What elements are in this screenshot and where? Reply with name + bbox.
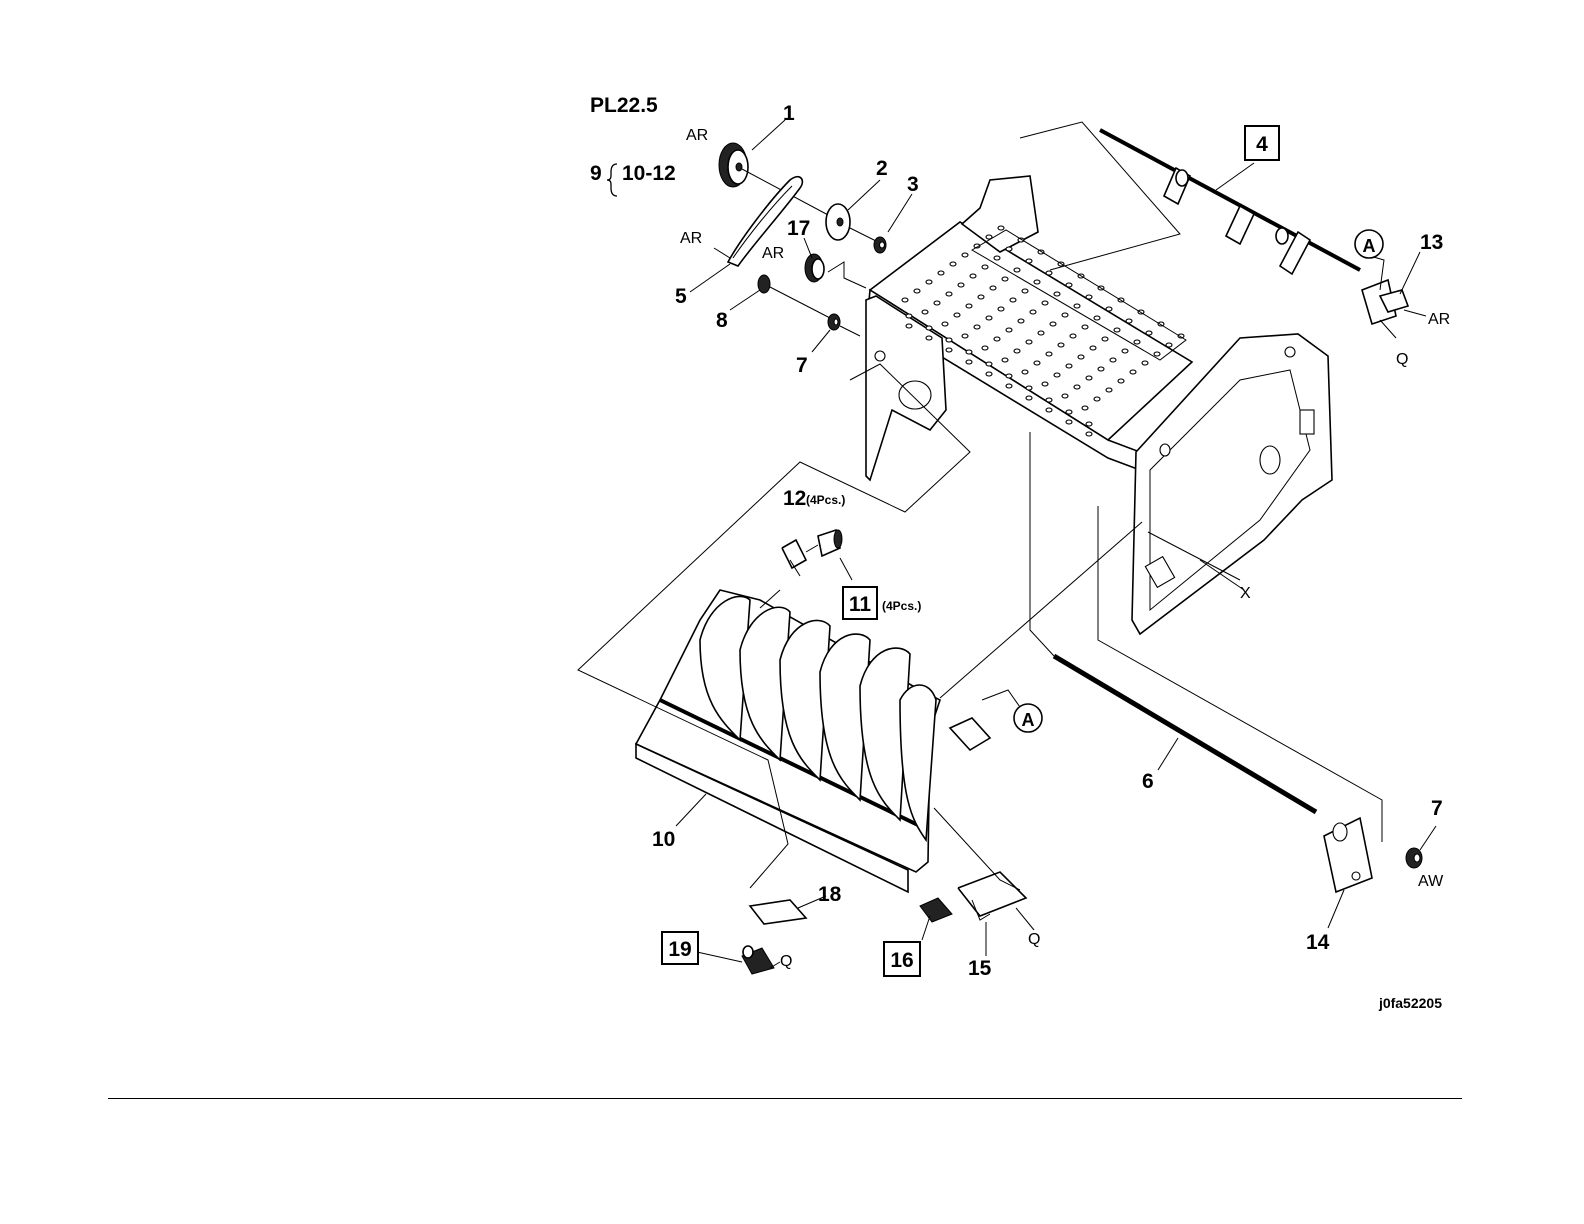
image-code: j0fa52205 [1378, 995, 1442, 1011]
callout-a-upper-label: A [1363, 236, 1376, 256]
part-label-7-upper: 7 [796, 354, 808, 377]
footer-rule [108, 1098, 1462, 1099]
bracket-part-18 [750, 900, 806, 924]
part-label-19: 19 [668, 938, 691, 961]
part-label-6: 6 [1142, 770, 1154, 793]
part-qty-12: (4Pcs.) [806, 493, 845, 507]
axis-line [850, 228, 878, 242]
code-x-frame: X [1240, 585, 1251, 602]
part-label-5: 5 [675, 285, 687, 308]
pulley-part-2 [826, 204, 850, 240]
paddle-shaft-part-4 [1100, 130, 1360, 274]
part-label-12: 12 [783, 487, 806, 510]
bearing-part-7-upper [828, 314, 840, 330]
part-label-10: 10 [652, 828, 675, 851]
roller-part-11 [818, 530, 842, 556]
clip-part-12 [782, 540, 806, 576]
kit-note-range: 10-12 [622, 162, 676, 185]
callout-a-lower: A [1014, 704, 1042, 732]
bracket-part-13 [1362, 280, 1408, 324]
bearing-part-3 [874, 237, 886, 253]
code-q-sensor-19: Q [780, 953, 792, 970]
kit-note-main: 9 [590, 162, 602, 185]
kit-brace [607, 164, 617, 196]
code-ar-belt: AR [680, 230, 702, 247]
code-q-bracket-13: Q [1396, 351, 1408, 368]
code-ar-bracket-13: AR [1428, 311, 1450, 328]
axis-line [828, 262, 866, 288]
bracket-part-15 [958, 872, 1026, 920]
bearing-part-7-lower [1406, 848, 1422, 868]
part-qty-11: (4Pcs.) [882, 599, 921, 613]
code-q-bracket-15: Q [1028, 931, 1040, 948]
sensor-part-16 [920, 898, 952, 922]
axis-line [770, 287, 830, 318]
part-label-4: 4 [1256, 133, 1268, 156]
main-frame-chassis [866, 176, 1332, 634]
part-label-13: 13 [1420, 231, 1443, 254]
gear-part-17 [805, 254, 824, 282]
part-label-18: 18 [818, 883, 842, 906]
callout-a-lower-label: A [1022, 710, 1035, 730]
gear-part-1 [719, 143, 748, 187]
part-label-11: 11 [849, 593, 872, 616]
part-labels: 1 2 3 4 5 6 7 7 8 10 11 (4Pcs.) 12 (4Pcs… [652, 102, 1443, 980]
shaft-part-6 [1054, 656, 1316, 812]
part-label-2: 2 [876, 157, 888, 180]
code-ar-gear: AR [686, 127, 708, 144]
code-ar-gear-17: AR [762, 245, 784, 262]
bracket-upper-right-guide [950, 718, 990, 750]
exit-guide-part-10 [636, 590, 940, 892]
part-label-1: 1 [783, 102, 795, 125]
bracket-part-14 [1324, 818, 1372, 892]
code-aw-bearing-7: AW [1418, 873, 1444, 890]
callout-a-upper: A [1355, 230, 1383, 258]
axis-line [806, 545, 818, 552]
plate-title: PL22.5 [590, 94, 658, 117]
part-label-14: 14 [1306, 931, 1330, 954]
part-label-3: 3 [907, 173, 919, 196]
part-label-16: 16 [890, 949, 913, 972]
part-label-17: 17 [787, 217, 810, 240]
part-label-8: 8 [716, 309, 728, 332]
sensor-part-19 [742, 946, 774, 974]
part-label-7-lower: 7 [1431, 797, 1443, 820]
axis-line [840, 326, 860, 336]
part-label-15: 15 [968, 957, 992, 980]
